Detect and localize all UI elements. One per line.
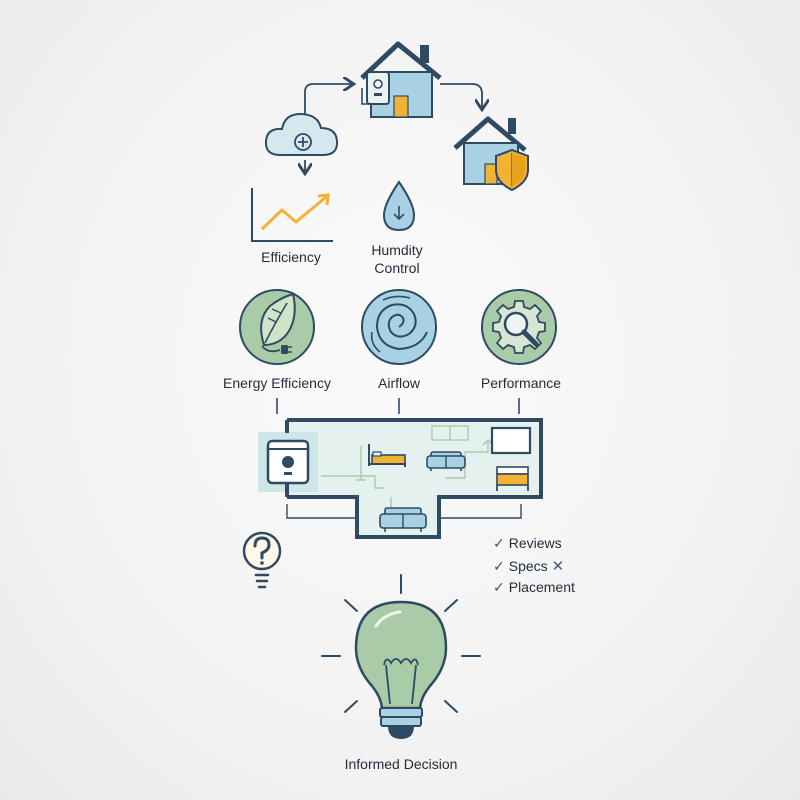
sofa-icon: [426, 451, 466, 471]
home-shield-icon: [453, 116, 529, 192]
factor-label-airflow: Airflow: [377, 375, 421, 391]
tv-icon: [490, 426, 532, 455]
smart-home-icon: [360, 41, 442, 118]
check-mark-icon: ✓: [493, 579, 505, 595]
check-mark-icon: ✓: [493, 535, 505, 551]
checklist-label: Placement: [508, 579, 575, 595]
water-drop-icon: [382, 180, 416, 232]
lightbulb-rays: [321, 574, 481, 713]
informed-decision-label: Informed Decision: [344, 756, 458, 772]
factor-label-performance: Performance: [480, 375, 562, 391]
checklist-item-specs: ✓Specs✕: [493, 557, 564, 575]
efficiency-label: Efficiency: [261, 249, 321, 265]
cloud-plus-icon: [264, 112, 339, 156]
humidity-label-line1: Humdity: [371, 242, 423, 258]
sofa-icon-2: [379, 507, 427, 532]
humidity-label-line2: Control: [374, 260, 420, 276]
air-purifier-icon: [266, 439, 310, 485]
flow-arrow-home-to-shield: [440, 83, 482, 108]
checklist-label: Reviews: [508, 535, 562, 551]
gear-magnifier-icon: [481, 289, 557, 365]
airflow-swirl-icon: [361, 289, 437, 365]
checklist-item-placement: ✓Placement: [493, 579, 575, 596]
lightbulb-icon: [354, 600, 448, 739]
checklist-label: Specs: [508, 558, 548, 574]
flow-arrow-cloud-to-home: [304, 84, 352, 118]
checklist-item-reviews: ✓Reviews: [493, 535, 562, 552]
leaf-plug-icon: [239, 289, 315, 365]
x-mark-icon: ✕: [551, 558, 565, 575]
factor-label-energy-efficiency: Energy Efficiency: [223, 375, 331, 391]
efficiency-chart-icon: [251, 188, 333, 242]
question-bulb-icon: [242, 531, 282, 589]
bed-icon-2: [496, 466, 529, 491]
bed-icon: [368, 444, 406, 467]
check-mark-icon: ✓: [493, 558, 505, 574]
